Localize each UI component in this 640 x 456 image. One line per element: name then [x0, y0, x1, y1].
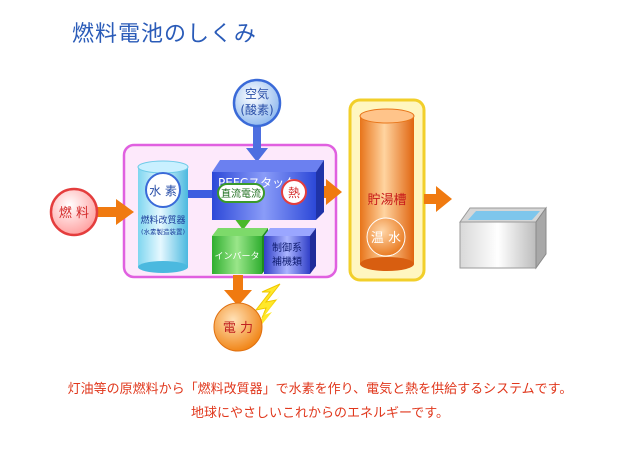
caption-line-1: 灯油等の原燃料から「燃料改質器」で水素を作り、電気と熱を供給するシステムです。 — [67, 382, 573, 397]
reformer-label-line2: (水素製造装置) — [141, 227, 185, 236]
hot-water-label: 温 水 — [371, 231, 401, 246]
control-system-box — [264, 228, 316, 274]
heat-label: 熱 — [288, 186, 300, 200]
dc-current-label: 直流電流 — [221, 187, 261, 200]
hydrogen-label: 水 素 — [149, 184, 177, 198]
inverter-box — [212, 228, 268, 274]
hot-water-node — [366, 217, 406, 257]
inverter-label: インバータ — [214, 251, 259, 262]
fuel-arrow — [96, 199, 134, 225]
control-label-line2: 補機類 — [272, 255, 302, 268]
hydrogen-node — [145, 172, 181, 208]
caption-line-2: 地球にやさしいこれからのエネルギーです。 — [191, 406, 449, 421]
bathtub — [459, 206, 547, 270]
lightning-icon — [254, 283, 281, 319]
fuel-node — [49, 187, 99, 237]
air-node — [232, 78, 282, 128]
air-arrow — [246, 126, 268, 162]
dc-current-node — [217, 183, 265, 203]
fuel-label: 燃 料 — [59, 205, 89, 221]
air-label-line2: (酸素) — [240, 102, 273, 117]
electricity-node — [213, 302, 263, 352]
power-arrow — [224, 275, 252, 306]
control-label-line1: 制御系 — [272, 241, 302, 254]
hot-water-arrow — [424, 186, 452, 212]
page-title: 燃料電池のしくみ — [72, 22, 257, 47]
air-label-line1: 空気 — [245, 86, 269, 101]
reformer-label-line1: 燃料改質器 — [140, 214, 185, 226]
electricity-label: 電 力 — [223, 321, 253, 336]
storage-tank-label: 貯湯槽 — [367, 193, 406, 208]
heat-node — [281, 179, 307, 205]
